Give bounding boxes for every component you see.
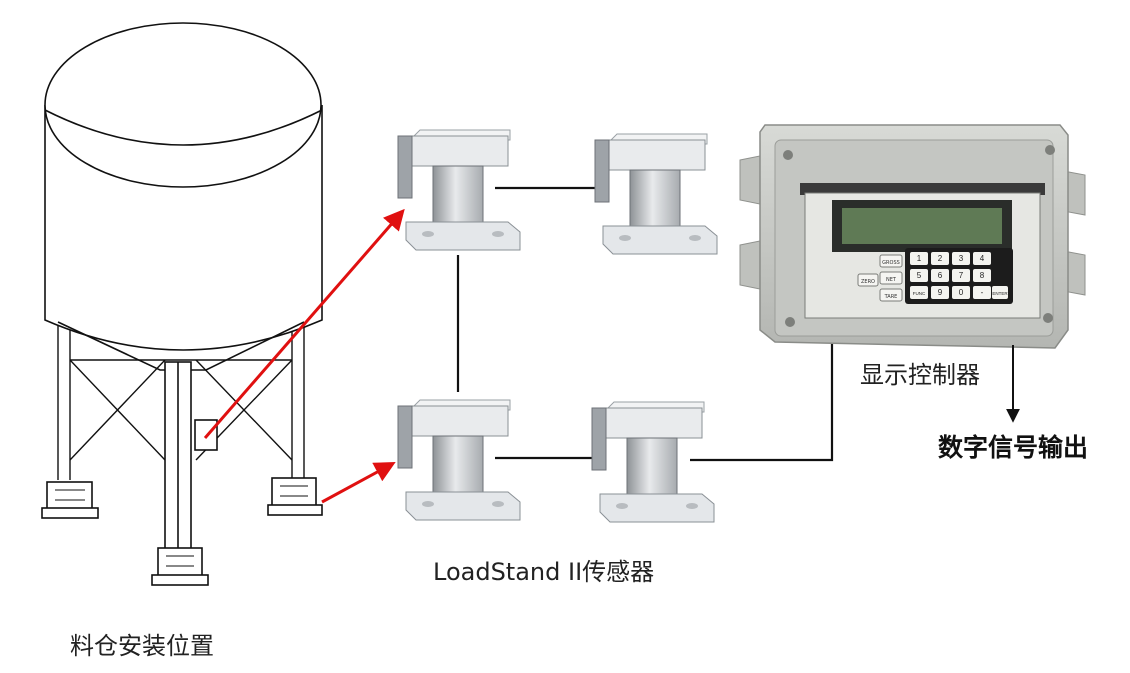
svg-text:0: 0 (959, 288, 964, 297)
keypad-key: FUNC (910, 286, 928, 299)
svg-text:-: - (981, 288, 984, 297)
keypad-key: 8 (973, 269, 991, 282)
keypad-key: 3 (952, 252, 970, 265)
svg-text:9: 9 (938, 288, 943, 297)
svg-text:FUNC: FUNC (913, 291, 926, 296)
keypad-key: 7 (952, 269, 970, 282)
svg-text:7: 7 (959, 271, 964, 280)
keypad-key: 6 (931, 269, 949, 282)
gross-button: GROSS (882, 260, 900, 266)
keypad-key: 4 (973, 252, 991, 265)
keypad-key: 0 (952, 286, 970, 299)
net-button: NET (886, 277, 897, 283)
svg-text:1: 1 (917, 254, 922, 263)
zero-button: ZERO (861, 279, 875, 285)
load-cell-sensor (397, 129, 521, 251)
keypad-key: 1 (910, 252, 928, 265)
svg-text:6: 6 (938, 271, 943, 280)
svg-text:ENTER: ENTER (992, 291, 1008, 296)
keypad-key: 2 (931, 252, 949, 265)
keypad-key: 9 (931, 286, 949, 299)
svg-text:2: 2 (938, 254, 943, 263)
keypad-key: ENTER (992, 286, 1008, 299)
load-cell-sensor (594, 133, 718, 255)
installation-arrows (203, 208, 405, 504)
svg-text:4: 4 (980, 254, 985, 263)
silo-location-label: 料仓安装位置 (70, 632, 214, 660)
sensor-wiring (456, 186, 834, 462)
tare-button: TARE (884, 294, 898, 300)
svg-text:8: 8 (980, 271, 985, 280)
load-cell-sensor (591, 401, 715, 523)
keypad-key: 5 (910, 269, 928, 282)
sensor-name-label: LoadStand II传感器 (433, 558, 655, 586)
keypad-key: - (973, 286, 991, 299)
svg-text:3: 3 (959, 254, 964, 263)
silo-illustration (41, 22, 323, 586)
svg-text:5: 5 (917, 271, 922, 280)
controller-name-label: 显示控制器 (860, 361, 980, 389)
digital-output-label: 数字信号输出 (938, 433, 1089, 462)
load-cell-sensor (397, 399, 521, 521)
